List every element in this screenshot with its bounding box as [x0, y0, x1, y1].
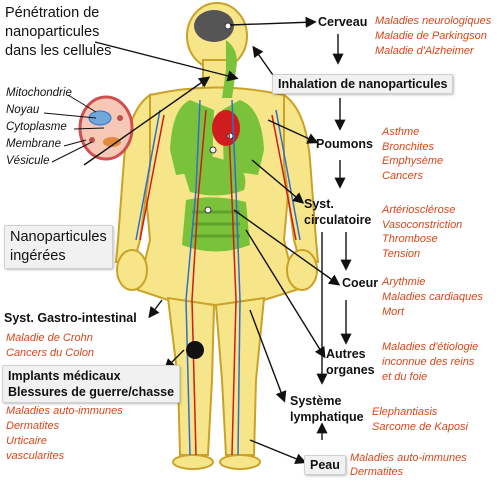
implants-disease-2: Dermatites [6, 420, 60, 432]
peau-disease-1: Maladies auto-immunes [350, 452, 467, 464]
circulatoire-line-2: circulatoire [304, 213, 372, 227]
cerveau-disease-1: Maladies neurologiques [375, 15, 492, 27]
blood-vessels [135, 99, 301, 456]
implants-disease-1: Maladies auto-immunes [6, 405, 123, 417]
penetration-line-2: nanoparticules [5, 24, 100, 40]
circulatoire-disease-1: Artériosclérose [382, 204, 456, 216]
coeur-disease-2: Maladies cardiaques [382, 291, 483, 303]
organ-peau: Peau [304, 455, 346, 475]
circulatoire-diseases: Artériosclérose Vasoconstriction Thrombo… [382, 203, 462, 261]
ingestion-box: Nanoparticules ingérées [4, 225, 113, 269]
arrow-gastro [148, 299, 163, 319]
lymphatique-diseases: Elephantiasis Sarcome de Kaposi [372, 405, 468, 435]
implants-disease-3: Urticaire [6, 435, 47, 447]
organ-cerveau: Cerveau [318, 15, 368, 29]
arrow-ingestion [83, 76, 211, 166]
arrow-skin [249, 439, 307, 465]
ingestion-line-2: ingérées [10, 248, 66, 264]
label-vesicule: Vésicule [6, 155, 50, 167]
penetration-line-1: Pénétration de [5, 5, 100, 21]
autres-diseases: Maladies d'étiologie inconnue des reins … [382, 340, 478, 385]
coeur-diseases: Arythmie Maladies cardiaques Mort [382, 275, 483, 320]
label-mitochondrie: Mitochondrie [6, 87, 72, 99]
implant-marker [186, 341, 204, 359]
arrow-lymph [249, 309, 287, 403]
arrow-circulatory [251, 159, 305, 204]
organ-gastro: Syst. Gastro-intestinal [4, 311, 137, 325]
gastro-disease-1: Maladie de Crohn [6, 332, 93, 344]
poumons-disease-4: Cancers [382, 169, 423, 182]
inhalation-box: Inhalation de nanoparticules [272, 74, 454, 94]
poumons-disease-1: Asthme [382, 126, 420, 138]
arrow-lungs [267, 119, 319, 144]
ingestion-line-1: Nanoparticules [10, 229, 107, 245]
cell-illustration [78, 95, 134, 161]
circulatoire-disease-3: Thrombose [382, 233, 438, 245]
body-silhouette [114, 2, 320, 470]
arrow-heart [233, 209, 341, 286]
label-noyau: Noyau [6, 104, 40, 116]
arrow-other-organs [245, 229, 326, 359]
penetration-label: Pénétration de nanoparticules dans les c… [5, 4, 111, 61]
heart-shape [212, 110, 240, 146]
implants-line-2: Blessures de guerre/chasse [8, 385, 175, 399]
organ-coeur: Coeur [342, 276, 379, 290]
implants-diseases: Maladies auto-immunes Dermatites Urticai… [6, 404, 123, 464]
gastro-diseases: Maladie de Crohn Cancers du Colon [6, 331, 94, 361]
circulatoire-line-1: Syst. [304, 197, 334, 211]
circulatoire-disease-4: Tension [382, 247, 421, 260]
peau-disease-2: Dermatites [350, 466, 404, 478]
implants-box: Implants médicaux Blessures de guerre/ch… [2, 365, 181, 403]
coeur-disease-3: Mort [382, 306, 404, 318]
poumons-disease-2: Bronchites [382, 140, 434, 153]
arrow-brain [229, 16, 317, 28]
cerveau-diseases: Maladies neurologiques Maladie de Parkin… [375, 14, 491, 59]
organ-circulatoire: Syst. circulatoire [304, 196, 371, 228]
autres-line-1: Autres [326, 347, 366, 361]
circulatoire-disease-2: Vasoconstriction [382, 218, 463, 231]
autres-disease-1: Maladies d'étiologie [382, 341, 479, 353]
arrow-inhalation [252, 45, 276, 79]
organ-autres: Autres organes [326, 346, 375, 378]
lymphatique-line-2: lymphatique [290, 410, 364, 424]
organ-poumons: Poumons [316, 137, 373, 151]
autres-line-2: organes [326, 363, 375, 377]
label-cytoplasme: Cytoplasme [6, 121, 67, 133]
organ-lymphatique: Système lymphatique [290, 393, 364, 425]
cerveau-disease-2: Maladie de Parkingson [375, 30, 487, 42]
implants-line-1: Implants médicaux [8, 369, 121, 383]
brain-shape [194, 10, 234, 42]
autres-disease-2: inconnue des reins [382, 356, 475, 368]
label-membrane: Membrane [6, 138, 61, 150]
lymphatique-line-1: Système [290, 394, 342, 408]
arrow-penetration [94, 41, 239, 82]
implants-disease-4: vascularites [6, 450, 65, 462]
peau-diseases: Maladies auto-immunes Dermatites [350, 451, 467, 479]
coeur-disease-1: Arythmie [382, 276, 426, 288]
gastro-disease-2: Cancers du Colon [6, 347, 95, 359]
lymphatique-disease-2: Sarcome de Kaposi [372, 421, 468, 433]
poumons-diseases: Asthme Bronchites Emphysème Cancers [382, 125, 443, 183]
lymphatique-disease-1: Elephantiasis [372, 406, 438, 418]
poumons-disease-3: Emphysème [382, 155, 444, 167]
penetration-line-3: dans les cellules [5, 43, 112, 59]
autres-disease-3: et du foie [382, 371, 428, 383]
cerveau-disease-3: Maladie d'Alzheimer [375, 45, 474, 57]
